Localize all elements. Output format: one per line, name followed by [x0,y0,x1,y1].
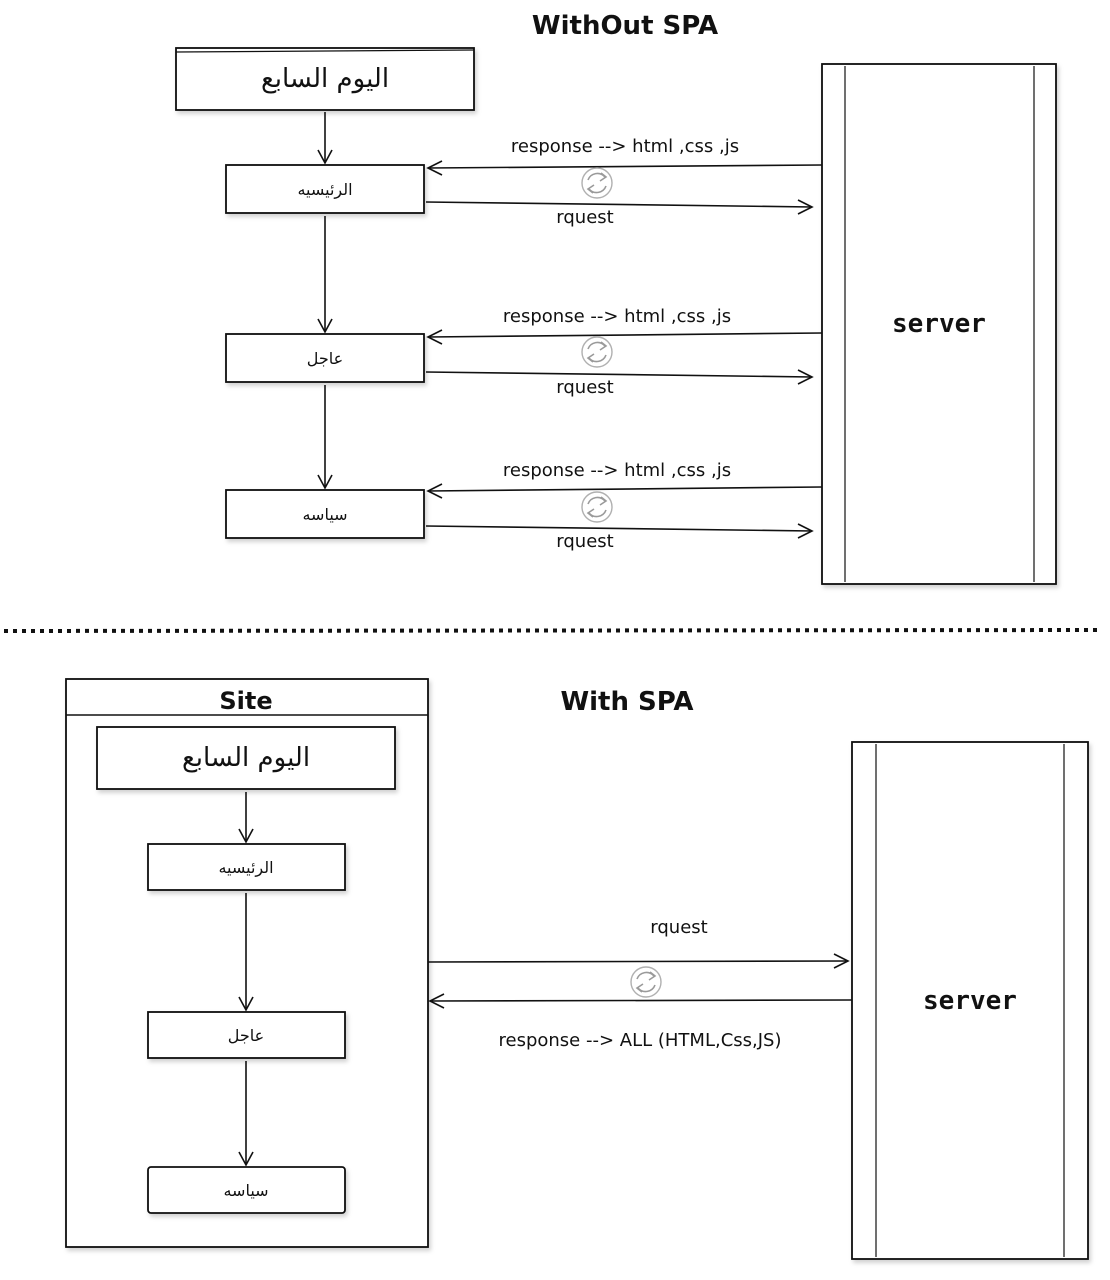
page-label-politics-top: سياسه [302,505,347,524]
main-site-label-top: اليوم السابع [261,64,389,94]
flow-arrow-bottom-1 [238,792,254,844]
sync-icon [630,966,662,998]
response-label-bottom: response --> ALL (HTML,Css,JS) [499,1030,782,1051]
request-label-bottom: rquest [650,917,707,938]
exchange-spa: rquest response --> ALL (HTML,Css,JS) [427,917,853,1051]
exchange-home-top: response --> html ,css ,js rquest [425,136,823,228]
page-box-home-bottom: الرئيسيه [147,843,346,891]
request-label-top-1: rquest [556,207,613,228]
page-box-urgent-bottom: عاجل [147,1011,346,1059]
page-label-home-bottom: الرئيسيه [218,858,273,878]
sync-icon [581,336,613,368]
page-label-home-top: الرئيسيه [297,180,352,200]
response-label-top-3: response --> html ,css ,js [503,460,731,481]
sync-icon [581,491,613,523]
title-with-spa: With SPA [560,687,693,717]
request-label-top-3: rquest [556,531,613,552]
request-label-top-2: rquest [556,377,613,398]
server-label-bottom: server [923,986,1017,1016]
page-label-urgent-top: عاجل [307,349,343,368]
site-label: Site [219,687,272,715]
response-label-top-2: response --> html ,css ,js [503,306,731,327]
page-box-home-top: الرئيسيه [225,164,425,214]
section-divider [3,628,1101,633]
main-site-box-bottom: اليوم السابع [96,726,396,790]
page-label-urgent-bottom: عاجل [228,1026,264,1045]
page-box-urgent-top: عاجل [225,333,425,383]
server-label-top: server [892,309,986,339]
response-label-top-1: response --> html ,css ,js [511,136,739,157]
exchange-urgent-top: response --> html ,css ,js rquest [425,306,823,398]
flow-arrow-top-3 [317,385,333,490]
exchange-politics-top: response --> html ,css ,js rquest [425,460,823,552]
page-box-politics-bottom: سياسه [147,1166,346,1214]
page-label-politics-bottom: سياسه [223,1181,268,1200]
server-box-bottom: server [851,741,1089,1260]
flow-arrow-top-2 [317,216,333,334]
main-site-label-bottom: اليوم السابع [182,743,310,773]
flow-arrow-bottom-3 [238,1061,254,1167]
page-box-politics-top: سياسه [225,489,425,539]
title-without-spa: WithOut SPA [532,11,718,41]
sync-icon [581,167,613,199]
main-site-box-top: اليوم السابع [175,47,475,111]
server-box-top: server [821,63,1057,585]
flow-arrow-top-1 [317,112,333,165]
flow-arrow-bottom-2 [238,893,254,1012]
